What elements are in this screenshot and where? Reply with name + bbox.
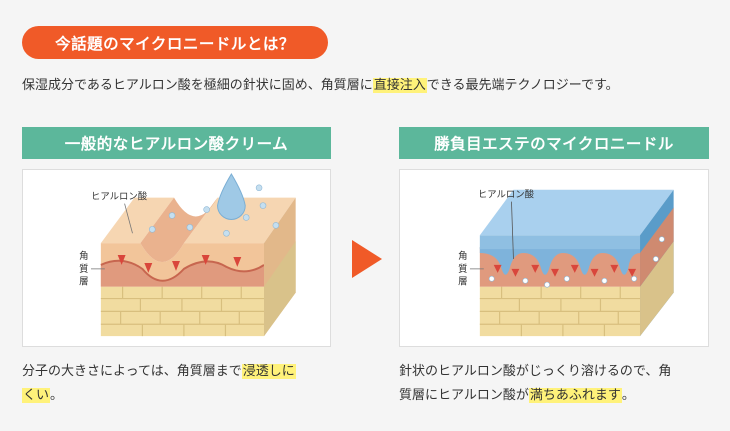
right-caption-line2-before: 質層にヒアルロン酸が (399, 388, 529, 403)
cream-skin-top-left (100, 197, 175, 244)
droplet-icon (217, 172, 246, 220)
cream-skin-illustration: ヒアルロン酸 角 質 層 (22, 169, 331, 347)
intro-highlight: 直接注入 (372, 78, 427, 93)
needle-molecule-dots (488, 236, 665, 288)
microneedle-skin-illustration: ヒアルロン酸 角 質 層 (399, 169, 709, 347)
cream-skin-svg: ヒアルロン酸 角 質 層 (79, 172, 296, 337)
needle-stratum-label-1: 角 (458, 250, 467, 262)
needle-hyaluronic-label: ヒアルロン酸 (478, 189, 535, 201)
needle-hyaluronic-pointer (511, 201, 514, 260)
left-caption-after: 。 (50, 388, 64, 403)
needle-skin-side-stratum (640, 207, 674, 287)
cream-skin-brick-lines (100, 286, 265, 337)
needle-red-arrows (493, 264, 637, 277)
left-panel-header: 一般的なヒアルロン酸クリーム (22, 127, 331, 159)
right-caption-before: 針状のヒアルロン酸がじっくり溶けるので、角 (399, 364, 672, 379)
right-caption-after: 。 (621, 388, 635, 403)
intro-text: 保湿成分であるヒアルロン酸を極細の針状に固め、角質層に直接注入できる最先端テクノ… (22, 76, 619, 96)
needle-stratum-label-3: 層 (458, 277, 467, 288)
needle-skin-side-dermis (640, 241, 674, 337)
cream-skin-basal-line (100, 259, 265, 282)
needle-gel-front (479, 247, 641, 275)
needle-gel-band (479, 235, 641, 250)
cream-skin-top-right (183, 197, 296, 244)
cream-skin-stratum-layer (100, 260, 265, 287)
cream-stratum-label-1: 角 (79, 250, 88, 262)
cream-skin-side-dermis (264, 241, 296, 337)
cream-molecule-dots (149, 184, 280, 237)
right-caption-highlight: 満ちあふれます (528, 388, 622, 403)
needle-stratum-label-2: 質 (458, 263, 467, 275)
cream-stratum-label-3: 層 (79, 277, 88, 288)
left-caption-highlight-2: くい (22, 388, 51, 403)
left-caption-highlight-1: 浸透しに (241, 364, 296, 379)
next-arrow-icon (352, 240, 382, 278)
right-caption: 針状のヒアルロン酸がじっくり溶けるので、角質層にヒアルロン酸が満ちあふれます。 (399, 360, 719, 408)
microneedle-skin-svg: ヒアルロン酸 角 質 層 (458, 189, 674, 337)
cream-stratum-label-2: 質 (79, 263, 88, 275)
cream-hyaluronic-pointer (124, 203, 133, 234)
needle-gel-top (479, 189, 674, 236)
right-panel-header: 勝負目エステのマイクロニードル (399, 127, 709, 159)
needle-skin-brick-lines (479, 286, 641, 337)
intro-text-before: 保湿成分であるヒアルロン酸を極細の針状に固め、角質層に (22, 78, 373, 93)
page-title: 今話題のマイクロニードルとは？ (22, 26, 328, 59)
left-caption: 分子の大きさによっては、角質層まで浸透しにくい。 (22, 360, 342, 408)
cream-skin-red-arrows (117, 255, 242, 273)
left-caption-before: 分子の大きさによっては、角質層まで (22, 364, 242, 379)
intro-text-after: できる最先端テクノロジーです。 (426, 78, 619, 93)
cream-hyaluronic-label: ヒアルロン酸 (91, 191, 148, 203)
cream-skin-top-groove (140, 197, 218, 262)
